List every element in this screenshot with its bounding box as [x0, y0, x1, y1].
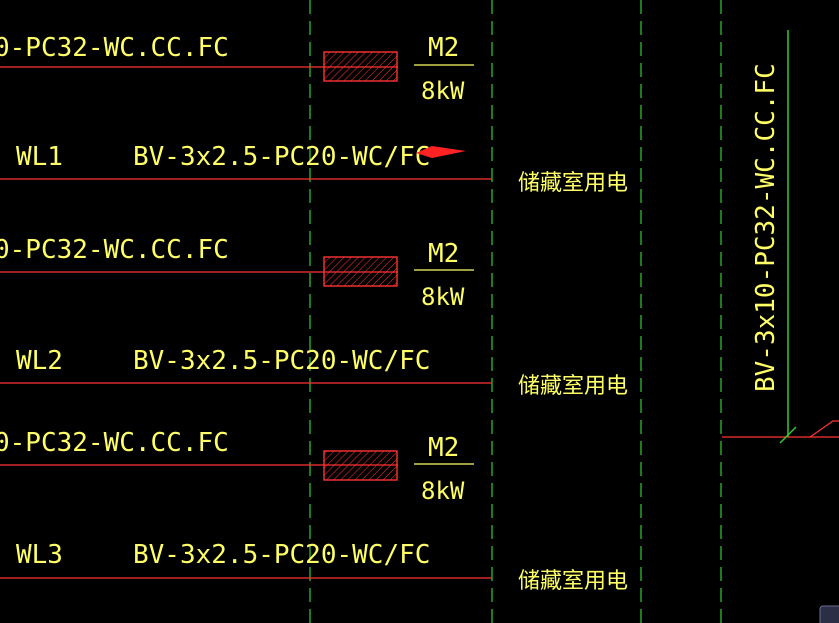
motor-name: M2 [428, 239, 459, 269]
motor-row-3: 0-PC32-WC.CC.FC M2 8kW [0, 428, 474, 505]
motor-rows: 0-PC32-WC.CC.FC M2 8kW 0-PC32-WC.CC.FC M… [0, 33, 474, 505]
circuit-cable-spec: BV-3x2.5-PC20-WC/FC [133, 540, 430, 570]
circuit-load-label: 储藏室用电 [518, 569, 628, 594]
circuit-rows: WL1 BV-3x2.5-PC20-WC/FC 储藏室用电 WL2 BV-3x2… [0, 142, 628, 594]
circuit-row-2: WL2 BV-3x2.5-PC20-WC/FC 储藏室用电 [0, 346, 628, 399]
motor-symbol-hatch [324, 257, 397, 286]
circuit-load-label: 储藏室用电 [518, 171, 628, 196]
vertical-cable-label: BV-3x10-PC32-WC.CC.FC [751, 63, 781, 392]
circuit-cable-spec: BV-3x2.5-PC20-WC/FC [133, 142, 430, 172]
switch-symbol [809, 420, 839, 438]
motor-row-2: 0-PC32-WC.CC.FC M2 8kW [0, 235, 474, 311]
circuit-row-1: WL1 BV-3x2.5-PC20-WC/FC 储藏室用电 [0, 142, 628, 196]
circuit-load-label: 储藏室用电 [518, 374, 628, 399]
circuit-cable-spec: BV-3x2.5-PC20-WC/FC [133, 346, 430, 376]
window-corner [819, 605, 839, 623]
circuit-id: WL3 [16, 540, 63, 570]
circuit-id: WL2 [16, 346, 63, 376]
motor-symbol-hatch [324, 52, 397, 81]
motor-symbol-hatch [324, 451, 397, 480]
cable-stub-label: 0-PC32-WC.CC.FC [0, 428, 229, 458]
red-arrow-icon [416, 146, 466, 158]
circuit-id: WL1 [16, 142, 63, 172]
feeder-tick-mark [779, 426, 797, 444]
motor-power: 8kW [421, 77, 465, 105]
cable-stub-label: 0-PC32-WC.CC.FC [0, 235, 229, 265]
motor-name: M2 [428, 433, 459, 463]
motor-row-1: 0-PC32-WC.CC.FC M2 8kW [0, 33, 474, 105]
circuit-row-3: WL3 BV-3x2.5-PC20-WC/FC 储藏室用电 [0, 540, 628, 594]
motor-power: 8kW [421, 477, 465, 505]
cable-stub-label: 0-PC32-WC.CC.FC [0, 33, 229, 63]
motor-power: 8kW [421, 283, 465, 311]
motor-name: M2 [428, 33, 459, 63]
